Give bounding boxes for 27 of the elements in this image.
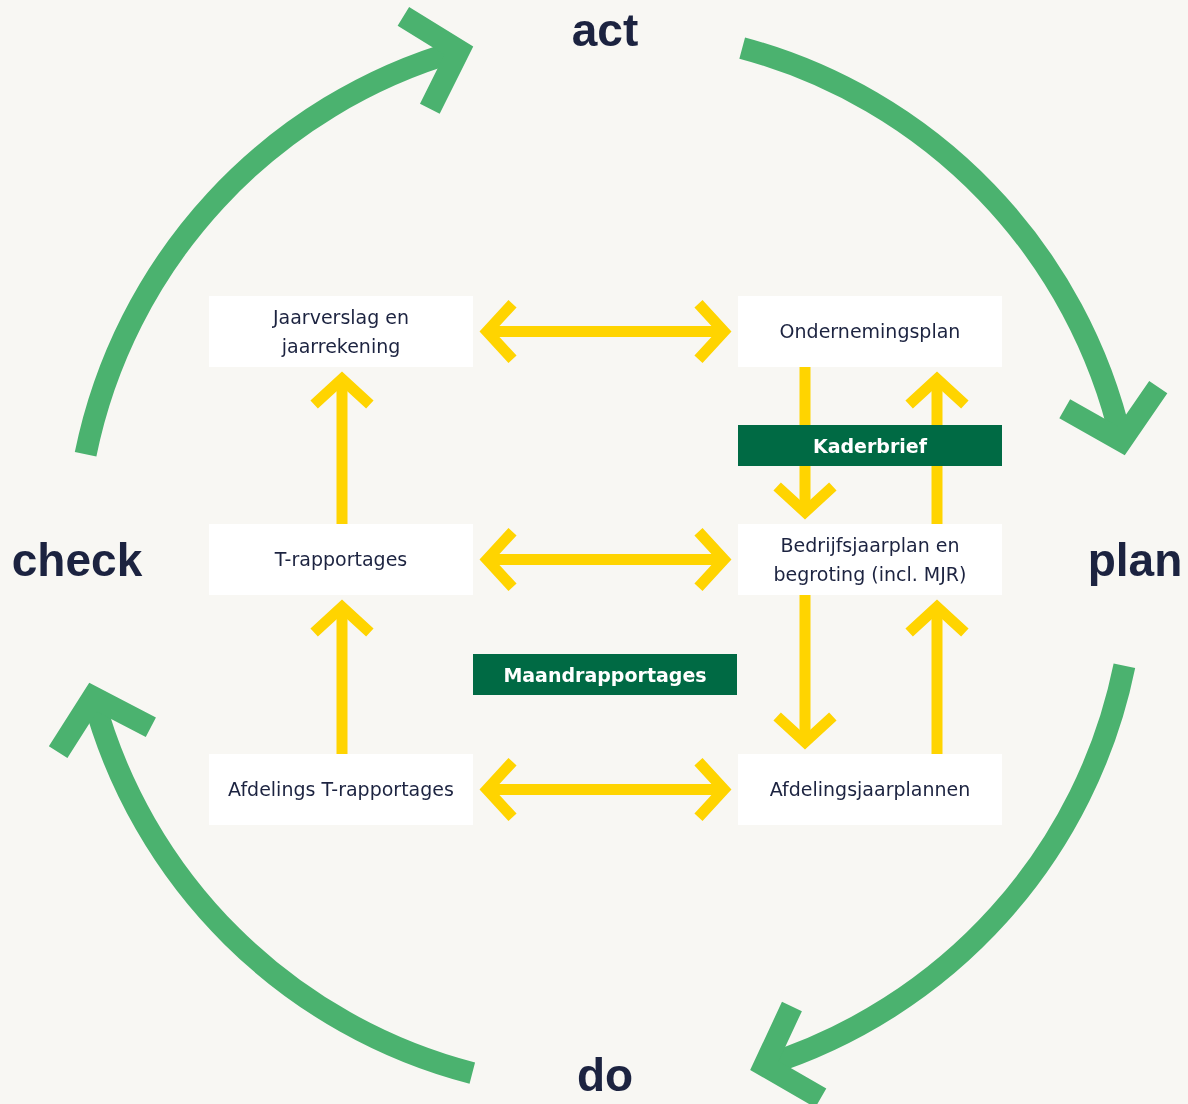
- box-label: Ondernemingsplan: [779, 319, 961, 345]
- phase-label: act: [571, 7, 639, 53]
- box-label: T-rapportages: [274, 547, 408, 573]
- arrow: [308, 373, 376, 524]
- process-box: [738, 754, 1002, 825]
- box-label: Afdelingsjaarplannen: [769, 777, 971, 803]
- banner-box: [738, 425, 1002, 466]
- box-label: Jaarverslag en jaarrekening: [271, 305, 411, 359]
- box-label: Bedrijfsjaarplan en begroting (incl. MJR): [772, 533, 968, 587]
- arrow: [771, 466, 839, 518]
- box-label: Maandrapportages: [503, 663, 707, 686]
- arrow: [308, 601, 376, 754]
- phase-label: do: [576, 1052, 634, 1098]
- banner-box: [473, 654, 737, 695]
- process-box: [738, 296, 1002, 367]
- arrow: [903, 373, 971, 425]
- double-arrow: [481, 298, 730, 365]
- process-box: [738, 524, 1002, 595]
- box-label: Kaderbrief: [812, 434, 927, 457]
- arrow: [903, 601, 971, 754]
- process-box: [209, 524, 473, 595]
- double-arrow: [481, 756, 730, 823]
- arrow: [771, 595, 839, 748]
- phase-label: check: [11, 537, 143, 583]
- box-label: Afdelings T-rapportages: [228, 777, 454, 803]
- double-arrow: [481, 526, 730, 593]
- process-box: [209, 754, 473, 825]
